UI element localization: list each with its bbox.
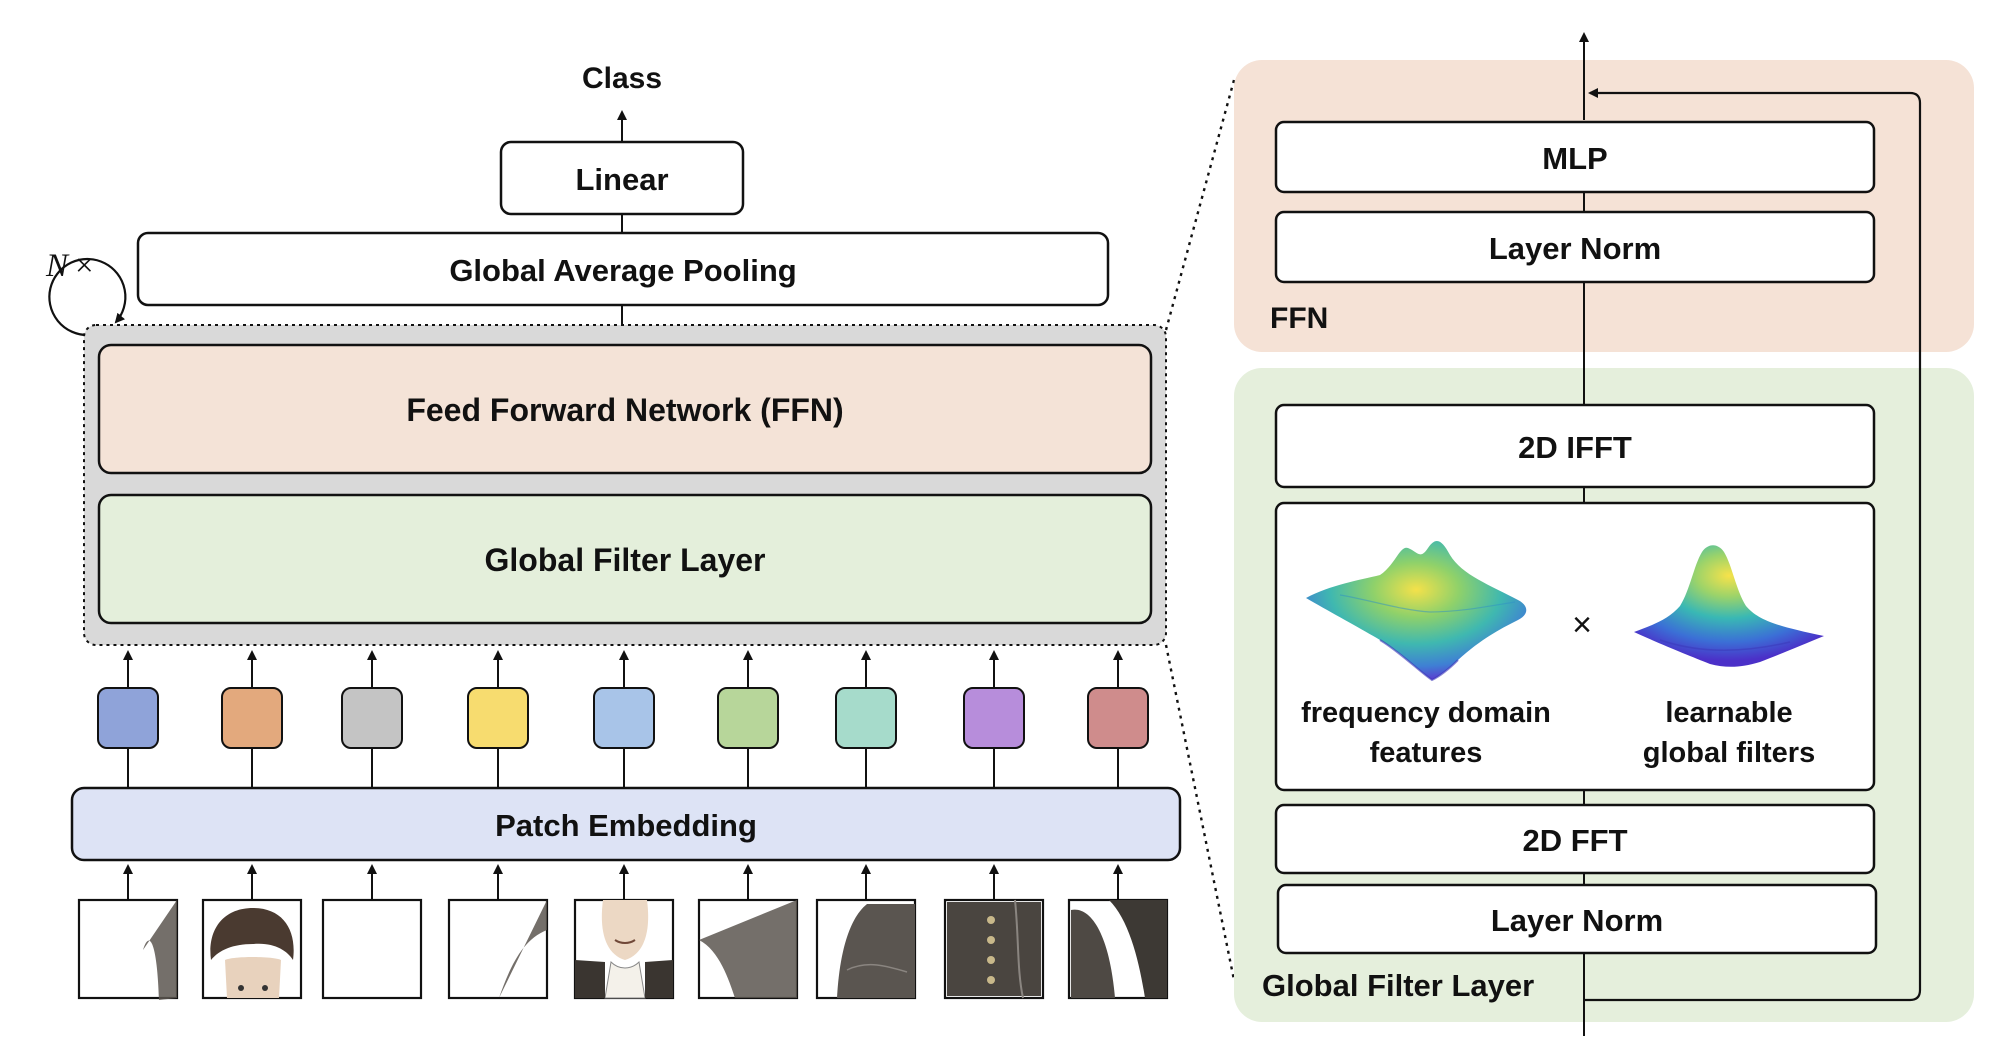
token-square — [97, 687, 159, 749]
token-7 — [835, 650, 897, 788]
gfl-panel-title: Global Filter Layer — [1262, 968, 1534, 1003]
ifft-block: 2D IFFT — [1274, 403, 1876, 489]
filter-multiplication-block: × frequency domain features learnable gl… — [1274, 501, 1876, 792]
image-patch-7 — [815, 864, 917, 1000]
patch-sketch — [210, 908, 294, 998]
image-patch-8 — [943, 864, 1045, 1000]
patch-sketch — [143, 900, 177, 1000]
token-5 — [593, 650, 655, 788]
patch-embedding-block: Patch Embedding — [70, 786, 1182, 862]
patch-sketch — [1071, 900, 1167, 998]
multiply-symbol: × — [1572, 606, 1592, 644]
image-patch-5 — [573, 864, 675, 1000]
patch-sketch — [575, 900, 673, 999]
token-square — [1087, 687, 1149, 749]
repeat-times-symbol: × — [75, 248, 94, 284]
patch-sketch — [837, 904, 915, 998]
token-square — [963, 687, 1025, 749]
image-patch-3 — [321, 864, 423, 1000]
fft-label: 2D FFT — [1522, 823, 1627, 858]
global-average-pooling-block: Global Average Pooling — [136, 231, 1110, 307]
linear-block: Linear — [499, 140, 745, 216]
residual-connection — [1584, 88, 1922, 1002]
image-patch-2 — [201, 864, 303, 1000]
token-2 — [221, 650, 283, 788]
patch-frame — [321, 898, 423, 1000]
patch-sketch — [499, 900, 547, 998]
ffn-panel — [1234, 60, 1974, 352]
mlp-block: MLP — [1274, 120, 1876, 194]
token-square — [467, 687, 529, 749]
class-label: Class — [582, 62, 662, 95]
learnable-filters-line1: learnable — [1665, 697, 1792, 729]
image-patch-6 — [697, 864, 799, 1000]
frequency-features-line2: features — [1370, 737, 1483, 769]
image-patch-9 — [1067, 864, 1169, 1000]
token-square — [221, 687, 283, 749]
token-3 — [341, 650, 403, 788]
patch-embedding-label: Patch Embedding — [495, 808, 757, 843]
ffn-layer-norm-label: Layer Norm — [1489, 231, 1661, 266]
token-6 — [717, 650, 779, 788]
patch-frame — [447, 898, 549, 1000]
global-filter-layer-label: Global Filter Layer — [485, 542, 766, 578]
token-4 — [467, 650, 529, 788]
image-patch-row — [77, 864, 1169, 1000]
patch-sketch — [699, 900, 797, 998]
zoom-line-bottom — [1164, 644, 1236, 981]
token-square — [717, 687, 779, 749]
image-patch-1 — [77, 864, 179, 1000]
token-1 — [97, 650, 159, 788]
mlp-label: MLP — [1542, 141, 1607, 176]
fft-block: 2D FFT — [1274, 803, 1876, 875]
frequency-features-line1: frequency domain — [1301, 697, 1551, 729]
token-square — [593, 687, 655, 749]
image-patch-4 — [447, 864, 549, 1000]
ffn-block: Feed Forward Network (FFN) — [97, 343, 1153, 475]
token-9 — [1087, 650, 1149, 788]
token-8 — [963, 650, 1025, 788]
global-filter-layer-block: Global Filter Layer — [97, 493, 1153, 625]
token-row — [97, 650, 1149, 788]
learnable-filters-line2: global filters — [1643, 737, 1815, 769]
ffn-panel-title: FFN — [1270, 302, 1328, 335]
global-average-pooling-label: Global Average Pooling — [449, 253, 796, 288]
token-square — [341, 687, 403, 749]
learnable-filter-surface-icon — [1634, 545, 1824, 667]
zoom-line-top — [1164, 79, 1236, 331]
ffn-block-label: Feed Forward Network (FFN) — [406, 392, 843, 428]
gfl-layer-norm-label: Layer Norm — [1491, 903, 1663, 938]
gfl-layer-norm-block: Layer Norm — [1276, 883, 1878, 955]
repeat-loop-icon — [48, 257, 127, 337]
linear-label: Linear — [575, 162, 668, 197]
ifft-label: 2D IFFT — [1518, 430, 1632, 465]
frequency-features-surface-icon — [1306, 540, 1527, 682]
patch-sketch — [947, 899, 1041, 999]
token-square — [835, 687, 897, 749]
ffn-layer-norm-block: Layer Norm — [1274, 210, 1876, 284]
